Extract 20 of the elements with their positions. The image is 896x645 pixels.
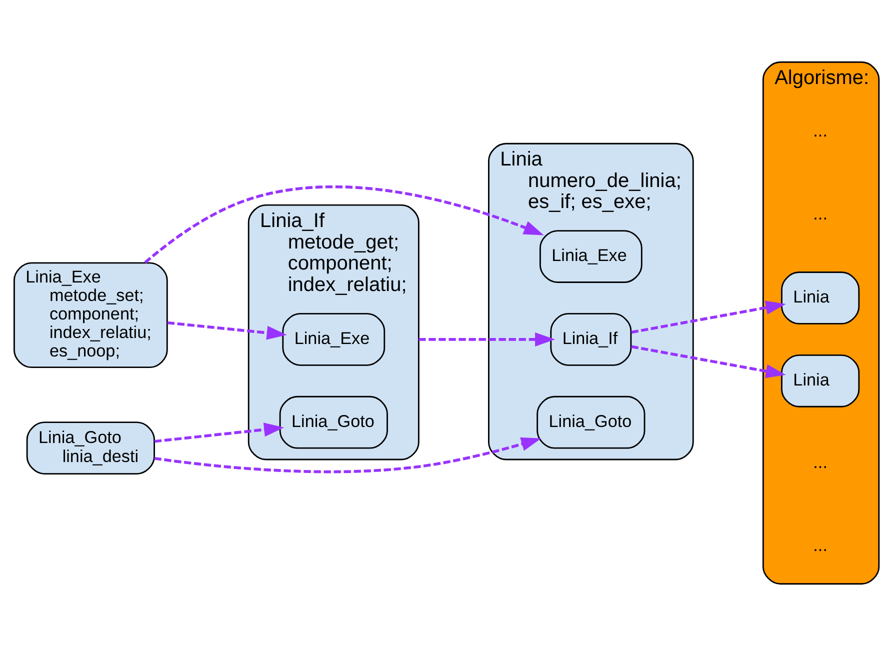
- label: ...: [813, 534, 828, 555]
- node-box: Linia_Exe: [539, 230, 642, 282]
- arrow: [631, 300, 786, 334]
- label: ...: [813, 452, 828, 472]
- node-box: Linia_Goto linia_desti: [26, 421, 155, 474]
- node-box: Linia_If: [550, 312, 632, 366]
- node-box: Linia: [781, 354, 860, 407]
- arrow: [418, 332, 556, 346]
- node-box: Linia_Goto: [279, 395, 388, 448]
- label: ...: [813, 120, 828, 140]
- arrow: [167, 320, 287, 340]
- node-box: Linia_Goto: [536, 395, 646, 448]
- arrow: [144, 185, 544, 264]
- arrow: [631, 344, 786, 378]
- arrow: [154, 422, 284, 442]
- label: ...: [813, 203, 828, 224]
- node-box: Linia_Exe: [282, 312, 386, 366]
- node-box: Linia_Exe metode_set; component; index_relatiu; es_noop;: [14, 262, 168, 368]
- arrow: [154, 436, 542, 473]
- node-box: Linia: [781, 271, 860, 324]
